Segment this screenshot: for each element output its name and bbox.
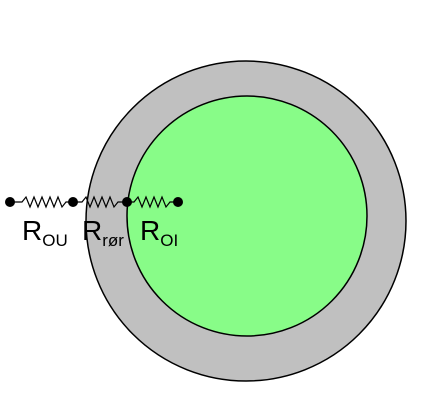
label-r-oi: ROI [140, 215, 178, 250]
label-r-ror-main: R [82, 215, 102, 246]
label-r-ou: ROU [22, 215, 68, 250]
node-inner-surface [122, 197, 132, 207]
resistor-r-oi-zigzag [127, 195, 178, 209]
label-r-ror-sub: rør [102, 231, 124, 250]
pipe-fluid-inner [126, 95, 368, 337]
resistor-r-ror-zigzag [73, 195, 127, 209]
label-r-oi-sub: OI [160, 231, 178, 250]
node-outer-surface [68, 197, 78, 207]
label-r-ror: Rrør [82, 215, 124, 250]
label-r-ou-main: R [22, 215, 42, 246]
resistor-r-ou-zigzag [10, 195, 73, 209]
label-r-oi-main: R [140, 215, 160, 246]
node-fluid [173, 197, 183, 207]
label-r-ou-sub: OU [42, 231, 68, 250]
resistor-chain [10, 195, 178, 209]
node-ambient [5, 197, 15, 207]
